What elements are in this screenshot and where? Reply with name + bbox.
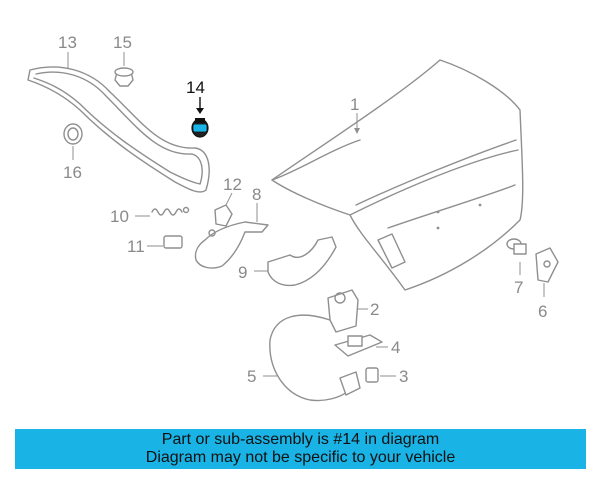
- part-6-bracket: [535, 247, 559, 297]
- label-10: 10: [110, 207, 129, 226]
- part-5-cable: [263, 314, 361, 402]
- label-12: 12: [223, 175, 242, 194]
- parts-diagram: 13 15 16 14 1 12: [27, 33, 559, 402]
- label-6: 6: [538, 302, 547, 321]
- label-1: 1: [350, 95, 359, 114]
- part-12-bracket: [214, 192, 233, 227]
- label-16: 16: [63, 163, 82, 182]
- label-3: 3: [399, 367, 408, 386]
- part-15-clip: [114, 52, 134, 87]
- part-14-bumper-stop: [191, 97, 209, 138]
- label-9: 9: [238, 263, 247, 282]
- part-13-weatherstrip: [27, 52, 210, 193]
- part-3-switch: [365, 367, 396, 383]
- part-8-hinge-arm: [194, 203, 269, 269]
- label-8: 8: [252, 185, 261, 204]
- banner-line-1: Part or sub-assembly is #14 in diagram: [161, 431, 440, 448]
- label-5: 5: [247, 367, 256, 386]
- part-10-spring: [135, 206, 190, 217]
- info-banner: Part or sub-assembly is #14 in diagram D…: [15, 429, 586, 469]
- part-4-striker: [334, 334, 388, 357]
- label-7: 7: [514, 278, 523, 297]
- label-14: 14: [186, 78, 205, 97]
- label-11: 11: [127, 237, 145, 256]
- part-9-cover: [254, 236, 337, 287]
- part-1-trunk-lid: [271, 59, 524, 291]
- label-2: 2: [370, 300, 379, 319]
- banner-line-2: Diagram may not be specific to your vehi…: [145, 449, 456, 466]
- label-15: 15: [113, 33, 132, 52]
- part-7-bolt: [506, 238, 527, 275]
- part-11-bumper: [147, 235, 183, 249]
- label-13: 13: [58, 33, 77, 52]
- label-4: 4: [391, 338, 400, 357]
- part-16-grommet: [63, 123, 83, 160]
- part-2-latch: [327, 289, 368, 333]
